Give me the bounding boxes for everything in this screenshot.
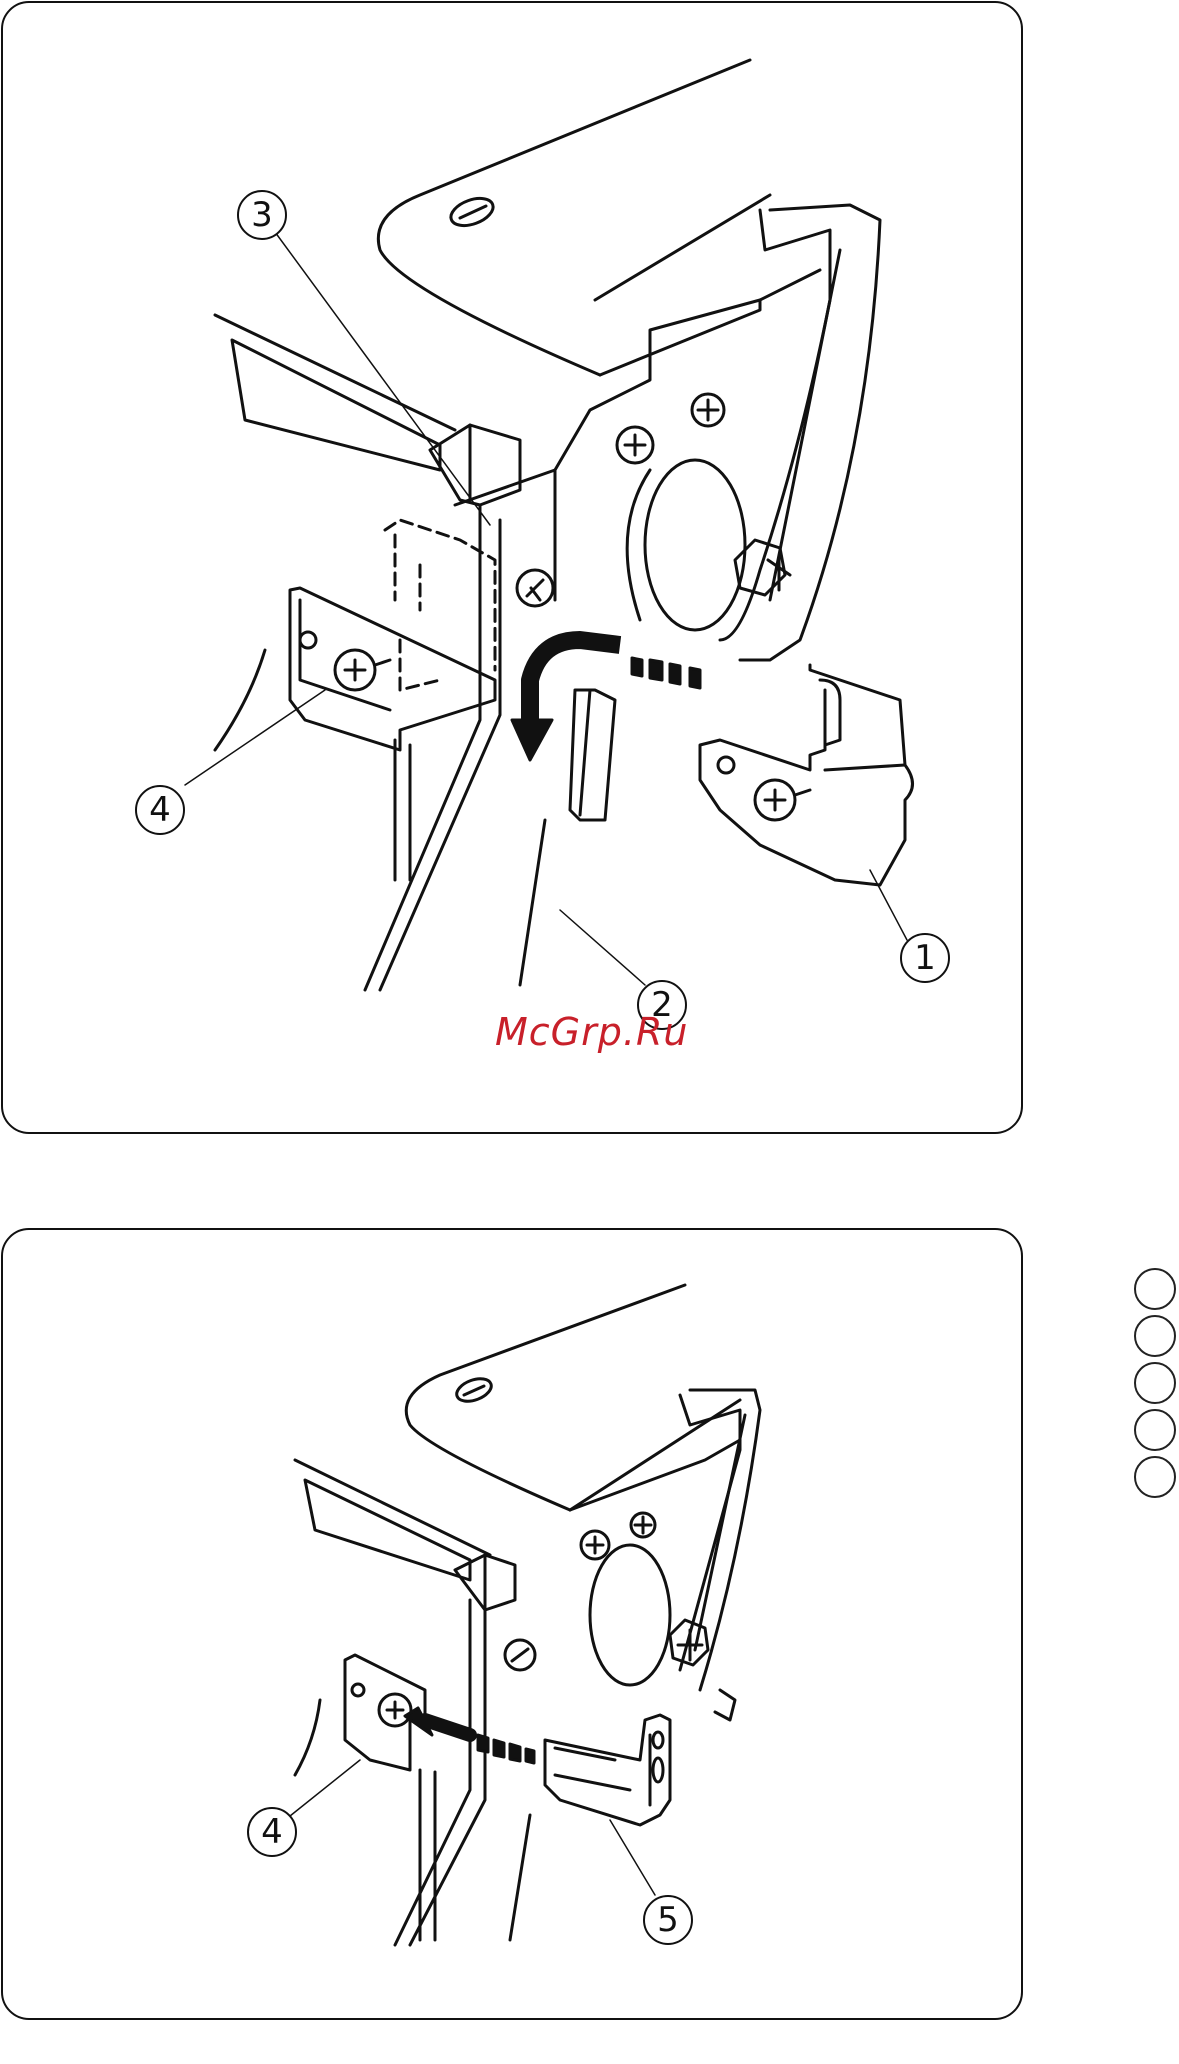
callout-top-4: 4 (136, 786, 184, 834)
side-index-circle (1134, 1456, 1176, 1498)
watermark-text: McGrp.Ru (495, 1010, 688, 1054)
callout-label: 4 (261, 1812, 283, 1852)
bottom-machine-illustration (295, 1285, 760, 1945)
callout-bottom-4: 4 (248, 1808, 296, 1856)
callout-label: 3 (251, 195, 273, 235)
top-leader-lines (185, 232, 907, 985)
callout-top-1: 1 (901, 934, 949, 982)
side-index-circle (1134, 1268, 1176, 1310)
top-machine-illustration (215, 60, 913, 990)
side-index-circle (1134, 1409, 1176, 1451)
callout-label: 4 (149, 790, 171, 830)
side-index-circle (1134, 1362, 1176, 1404)
callout-label: 5 (657, 1900, 679, 1940)
callouts: 3 4 2 1 4 5 (136, 191, 949, 1944)
callout-bottom-5: 5 (644, 1896, 692, 1944)
callout-label: 1 (914, 938, 936, 978)
callout-top-3: 3 (238, 191, 286, 239)
top-movement-arrow (512, 640, 700, 760)
side-index-circle (1134, 1315, 1176, 1357)
